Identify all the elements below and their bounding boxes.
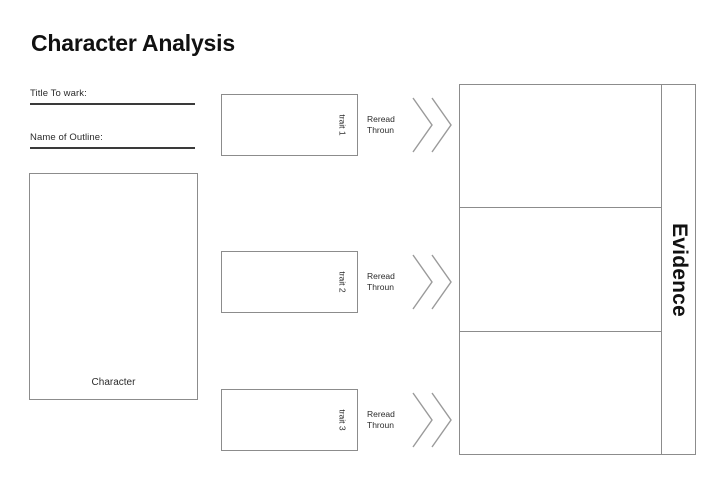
reread-arrow-label-3-line1: Reread [367,409,395,419]
title-to-work-write-line[interactable] [30,103,195,105]
trait-box-1-label: trait 1 [337,114,348,136]
reread-arrow-label-2-line2: Throun [367,282,394,292]
evidence-cell-stack [460,85,661,454]
evidence-cell-3[interactable] [460,330,661,454]
character-box[interactable]: Character [29,173,198,400]
reread-arrow-group-3: Reread Throun [364,389,456,451]
evidence-panel: Evidence [459,84,696,455]
reread-arrow-group-1: Reread Throun [364,94,456,156]
reread-arrow-label-3: Reread Throun [367,409,395,431]
evidence-cell-1[interactable] [460,85,661,208]
trait-box-1[interactable]: trait 1 [221,94,358,156]
name-of-outline-write-line[interactable] [30,147,195,149]
reread-arrow-label-1: Reread Throun [367,114,395,136]
trait-row: trait 3 Reread Throun [221,389,456,451]
trait-box-2-label: trait 2 [337,271,348,293]
double-chevron-right-icon [410,389,456,451]
title-to-work-label: Title To wark: [30,88,87,99]
reread-arrow-label-1-line1: Reread [367,114,395,124]
reread-arrow-label-2: Reread Throun [367,271,395,293]
name-of-outline-label: Name of Outline: [30,132,103,143]
evidence-spine: Evidence [661,85,695,454]
trait-box-3[interactable]: trait 3 [221,389,358,451]
trait-row: trait 2 Reread Throun [221,251,456,313]
title-to-work-field[interactable]: Title To wark: [30,88,195,105]
reread-arrow-label-3-line2: Throun [367,420,394,430]
reread-arrow-label-1-line2: Throun [367,125,394,135]
page-title: Character Analysis [31,30,235,56]
evidence-cell-2[interactable] [460,207,661,331]
trait-box-3-label: trait 3 [337,409,348,431]
reread-arrow-group-2: Reread Throun [364,251,456,313]
evidence-spine-label: Evidence [667,222,691,317]
reread-arrow-label-2-line1: Reread [367,271,395,281]
trait-box-2[interactable]: trait 2 [221,251,358,313]
double-chevron-right-icon [410,94,456,156]
double-chevron-right-icon [410,251,456,313]
character-box-label: Character [91,377,136,388]
name-of-outline-field[interactable]: Name of Outline: [30,132,195,149]
trait-row: trait 1 Reread Throun [221,94,456,156]
